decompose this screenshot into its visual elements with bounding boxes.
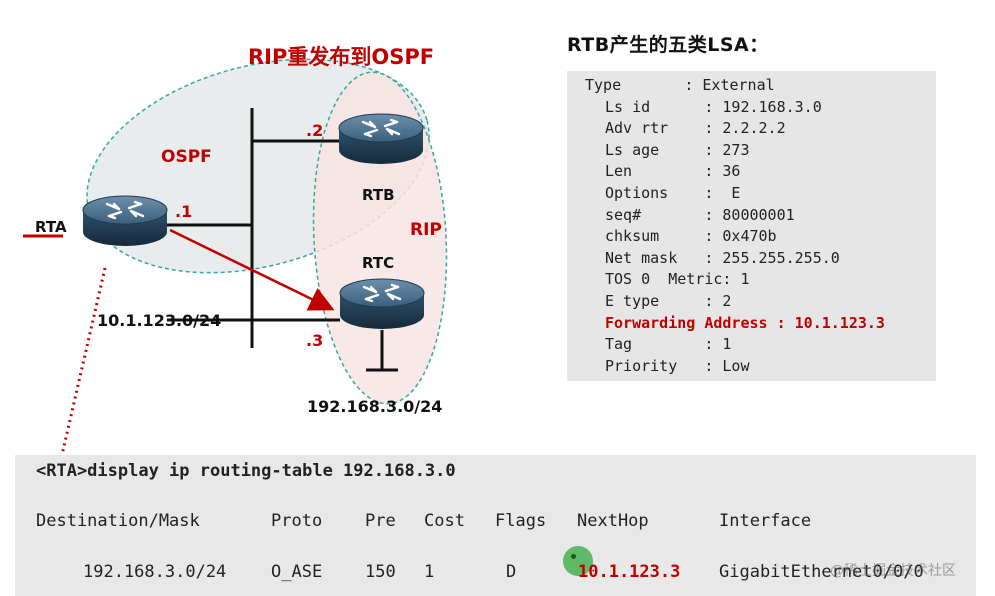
router-rtc-label: RTC <box>362 254 394 272</box>
shared-network-label: 10.1.123.0/24 <box>97 311 221 330</box>
route-flags: D <box>506 562 517 582</box>
route-pre: 150 <box>365 562 396 582</box>
lsa-row: Len : 36 <box>605 162 741 181</box>
lsa-row: Options : E <box>605 183 741 202</box>
lsa-row: E type : 2 <box>605 291 732 310</box>
forwarding-arrow <box>169 228 335 311</box>
cli-pointer <box>60 267 107 456</box>
route-nexthop: 10.1.123.3 <box>578 562 681 582</box>
header-flags: Flags <box>495 511 547 531</box>
lsa-title: RTB产生的五类LSA： <box>567 34 769 56</box>
lsa-row: chksum : 0x470b <box>605 227 777 246</box>
lsa-row: Net mask : 255.255.255.0 <box>605 248 840 267</box>
watermark: @稀土掘金技术社区 <box>830 563 956 579</box>
lsa-row: Ls age : 273 <box>605 140 750 159</box>
rip-label: RIP <box>410 220 442 240</box>
header-cost: Cost <box>424 511 465 531</box>
diagram-title: RIP重发布到OSPF <box>248 45 434 69</box>
header-proto: Proto <box>271 511 323 531</box>
rip-network-label: 192.168.3.0/24 <box>307 397 442 416</box>
lsa-row: Type : External <box>585 76 775 94</box>
router-rta-label: RTA <box>35 218 67 236</box>
lsa-row: Tag : 1 <box>605 335 732 354</box>
rtc-interface-label: .3 <box>306 331 323 350</box>
header-interface: Interface <box>719 511 812 531</box>
lsa-row: Ls id : 192.168.3.0 <box>605 97 822 116</box>
lsa-row: TOS 0 Metric: 1 <box>605 270 750 289</box>
header-pre: Pre <box>365 511 396 531</box>
cli-output: <RTA>display ip routing-table 192.168.3.… <box>15 455 976 596</box>
rta-interface-label: .1 <box>175 202 192 221</box>
header-destination: Destination/Mask <box>36 511 200 531</box>
lsa-row: Priority : Low <box>605 356 750 375</box>
pointer-dot <box>563 546 593 576</box>
router-rtc-icon <box>338 277 426 331</box>
route-cost: 1 <box>424 562 435 582</box>
cli-command: <RTA>display ip routing-table 192.168.3.… <box>36 461 456 481</box>
header-nexthop: NextHop <box>577 511 649 531</box>
route-destination: 192.168.3.0/24 <box>83 562 227 582</box>
route-proto: O_ASE <box>271 562 323 582</box>
router-rtb-label: RTB <box>362 186 395 204</box>
lsa-row-forwarding-address: Forwarding Address : 10.1.123.3 <box>605 313 885 332</box>
ospf-label: OSPF <box>161 147 212 167</box>
lsa-row: seq# : 80000001 <box>605 205 795 224</box>
route-interface: GigabitEthernet0/0/0 <box>719 562 924 582</box>
lsa-row: Adv rtr : 2.2.2.2 <box>605 119 786 138</box>
rtb-interface-label: .2 <box>306 121 323 140</box>
router-rta-icon <box>81 194 169 248</box>
router-rtb-icon <box>337 112 425 166</box>
network-links <box>164 108 398 372</box>
